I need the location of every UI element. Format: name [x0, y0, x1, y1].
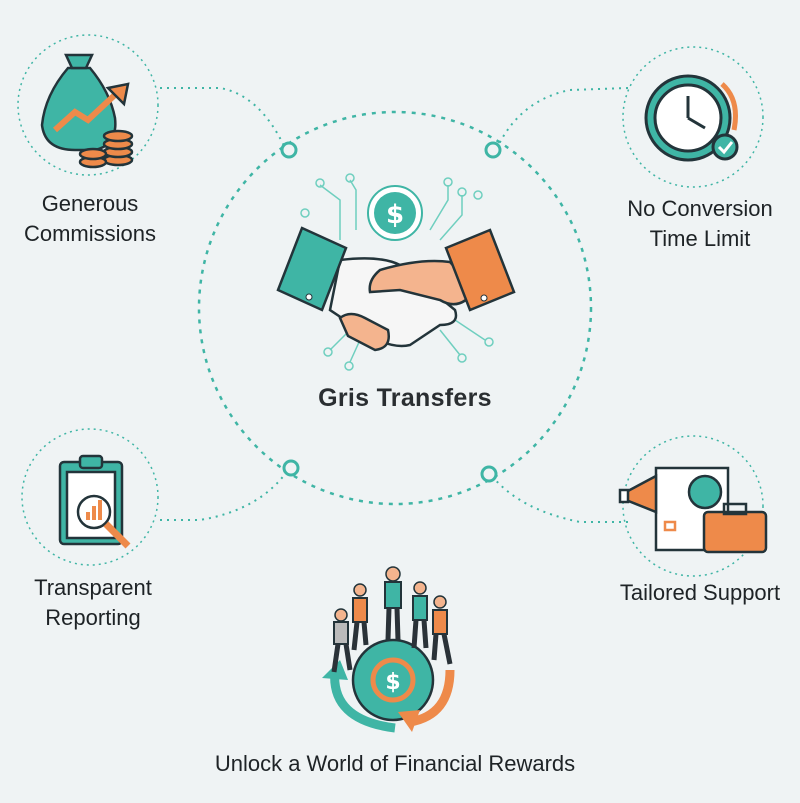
clock-check-icon — [644, 74, 739, 162]
central-ring — [197, 110, 593, 506]
feature-label-line1: Generous — [41, 191, 139, 216]
feature-label-line1: Tailored Support — [619, 580, 781, 605]
feature-label-line2: Commissions — [23, 221, 157, 246]
brand-name: Gris Transfers — [318, 384, 492, 412]
feature-label-line2: Reporting — [45, 605, 141, 630]
feature-label-line1: Transparent — [34, 575, 152, 600]
feature-tailored-support: Tailored Support — [596, 578, 800, 608]
feature-generous-commissions: Generous Commissions — [0, 189, 180, 249]
connector-nodes — [280, 141, 502, 483]
feature-label-line2: Time Limit — [649, 226, 751, 251]
megaphone-briefcase-icon — [618, 466, 768, 554]
clipboard-chart-magnifier-icon — [58, 454, 131, 549]
footer-tagline: Unlock a World of Financial Rewards — [214, 751, 576, 776]
money-bag-growth-icon — [40, 53, 134, 169]
svg-text:$: $ — [386, 200, 404, 230]
connectors — [160, 87, 629, 523]
svg-text:$: $ — [385, 670, 400, 695]
handshake-dollar-circuit-icon: $ — [276, 173, 516, 371]
feature-label-line1: No Conversion — [627, 196, 773, 221]
feature-transparent-reporting: Transparent Reporting — [0, 573, 186, 633]
feature-no-conversion-time-limit: No Conversion Time Limit — [600, 194, 800, 254]
people-globe-dollar-icon: $ — [322, 566, 455, 733]
